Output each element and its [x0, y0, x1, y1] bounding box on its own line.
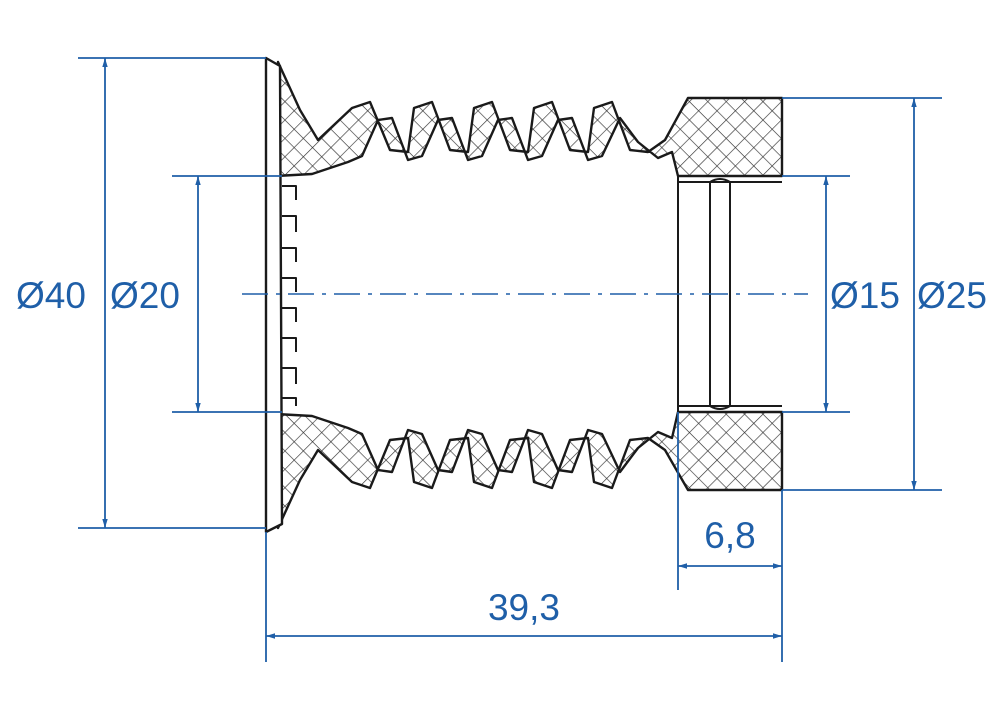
label-fitting-length: 6,8: [704, 515, 755, 556]
bellows-wall-bottom: [274, 410, 784, 530]
bellows-wall-top: [274, 60, 784, 178]
dimension-lines: [78, 57, 942, 662]
flange-inner-ribs: [282, 185, 297, 406]
label-fitting-inner-diameter: Ø15: [830, 275, 900, 316]
label-outer-flange-diameter: Ø40: [16, 275, 86, 316]
label-overall-length: 39,3: [488, 587, 560, 628]
part-section: [264, 56, 784, 534]
label-inner-bore-diameter: Ø20: [110, 275, 180, 316]
label-fitting-outer-diameter: Ø25: [917, 275, 987, 316]
flange-face: [264, 56, 284, 534]
